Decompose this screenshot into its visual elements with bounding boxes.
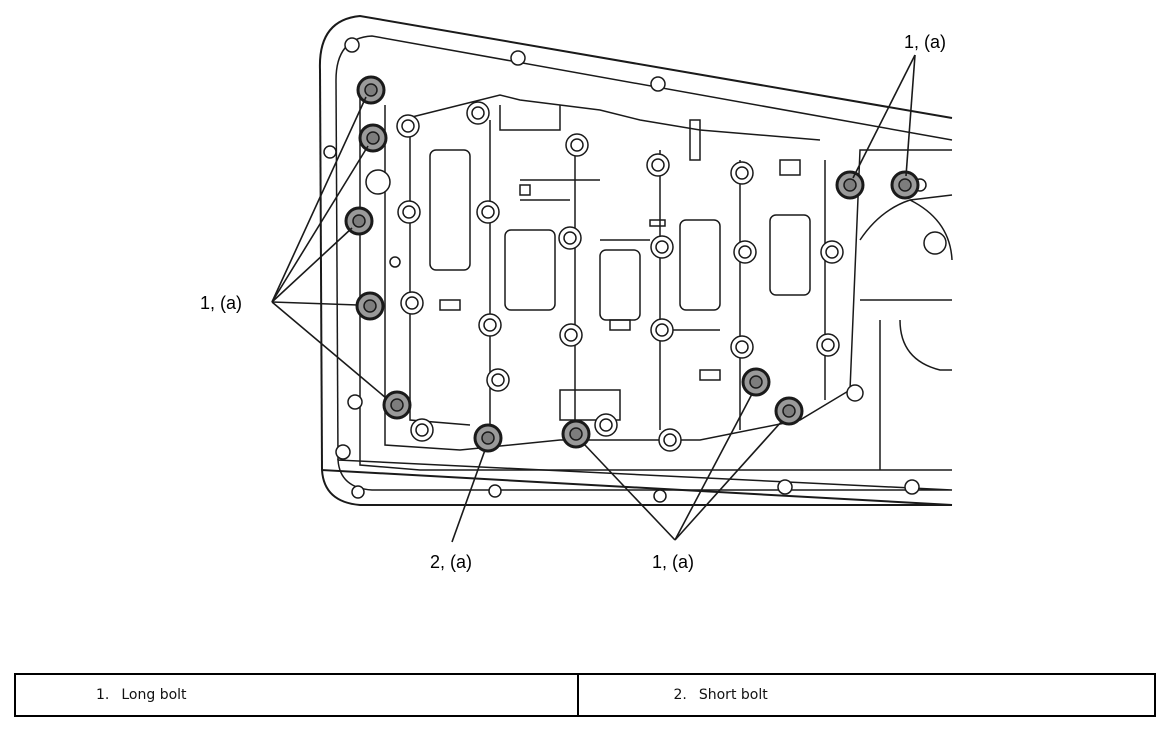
legend-cell-long-bolt: 1. Long bolt — [16, 675, 577, 715]
callout-top-right: 1, (a) — [904, 32, 946, 52]
legend-cell-short-bolt: 2. Short bolt — [576, 675, 1155, 715]
legend-number: 1. — [96, 687, 110, 703]
valve-plate-detail — [359, 90, 953, 471]
legend-number: 2. — [673, 687, 687, 703]
flange-holes — [323, 37, 947, 503]
legend-label: Long bolt — [121, 687, 187, 703]
leader-lines — [271, 54, 916, 543]
legend-table: 1. Long bolt 2. Short bolt — [14, 673, 1156, 717]
legend-label: Short bolt — [698, 687, 768, 703]
standard-bolts — [396, 101, 844, 452]
callout-bottom-left: 2, (a) — [430, 552, 472, 572]
highlighted-bolts — [344, 75, 920, 453]
valve-body-diagram: 1, (a) 1, (a) 2, (a) 1, (a) — [200, 14, 953, 572]
callout-bottom-center: 1, (a) — [652, 552, 694, 572]
callout-left: 1, (a) — [200, 293, 242, 313]
